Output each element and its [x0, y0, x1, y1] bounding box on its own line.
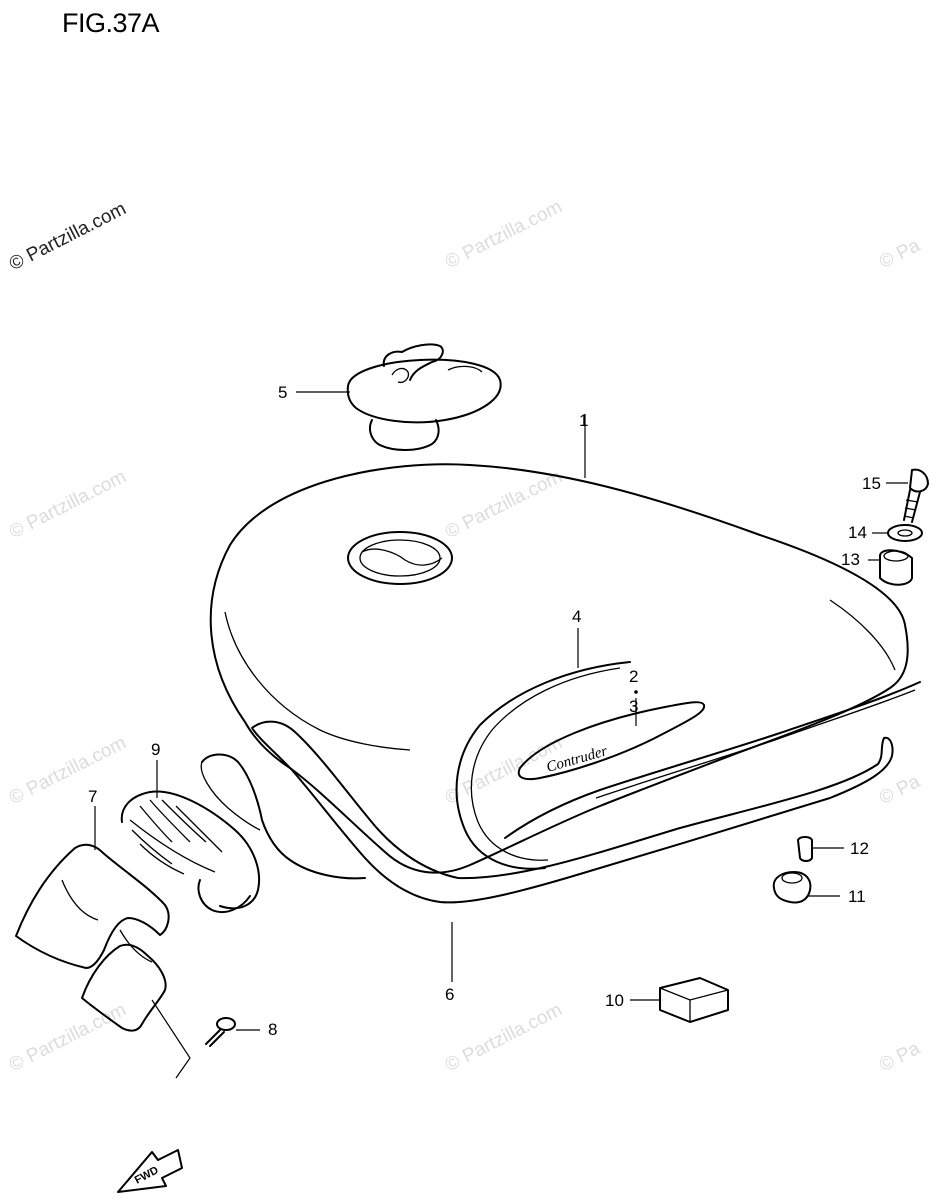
callout-3: 3: [629, 697, 639, 716]
fuel-tank: Contruder: [209, 463, 921, 874]
spacer-12: [797, 836, 813, 862]
screw-8: [205, 1017, 236, 1047]
fwd-label: FWD: [133, 1164, 161, 1186]
callout-2: 2: [629, 667, 639, 686]
callout-1: 1: [579, 411, 589, 430]
rubber-cushion: [120, 790, 261, 914]
callout-5: 5: [278, 383, 288, 402]
cushion-13: [879, 549, 913, 586]
leader-lines: [94, 391, 908, 1079]
tank-bracket: [15, 843, 170, 1032]
block-10: [659, 977, 729, 1023]
fuel-cap: [346, 343, 502, 451]
bolt-15: [903, 468, 929, 523]
callout-15: 15: [862, 474, 881, 493]
callout-13: 13: [841, 550, 860, 569]
front-direction-arrow: FWD: [117, 1149, 183, 1193]
figure-title: FIG.37A: [62, 8, 160, 38]
callout-10: 10: [605, 991, 624, 1010]
callout-12: 12: [850, 839, 869, 858]
washer-14: [887, 524, 923, 542]
callout-8: 8: [268, 1020, 278, 1039]
callout-6: 6: [445, 985, 455, 1004]
callout-11: 11: [848, 887, 866, 906]
tank-emblem-text: Contruder: [545, 743, 610, 776]
callout-7: 7: [88, 787, 98, 806]
callout-14: 14: [848, 523, 867, 542]
grommet-11: [772, 871, 812, 904]
tank-cushion: [200, 720, 894, 904]
callout-4: 4: [572, 607, 582, 626]
callout-9: 9: [151, 740, 161, 759]
